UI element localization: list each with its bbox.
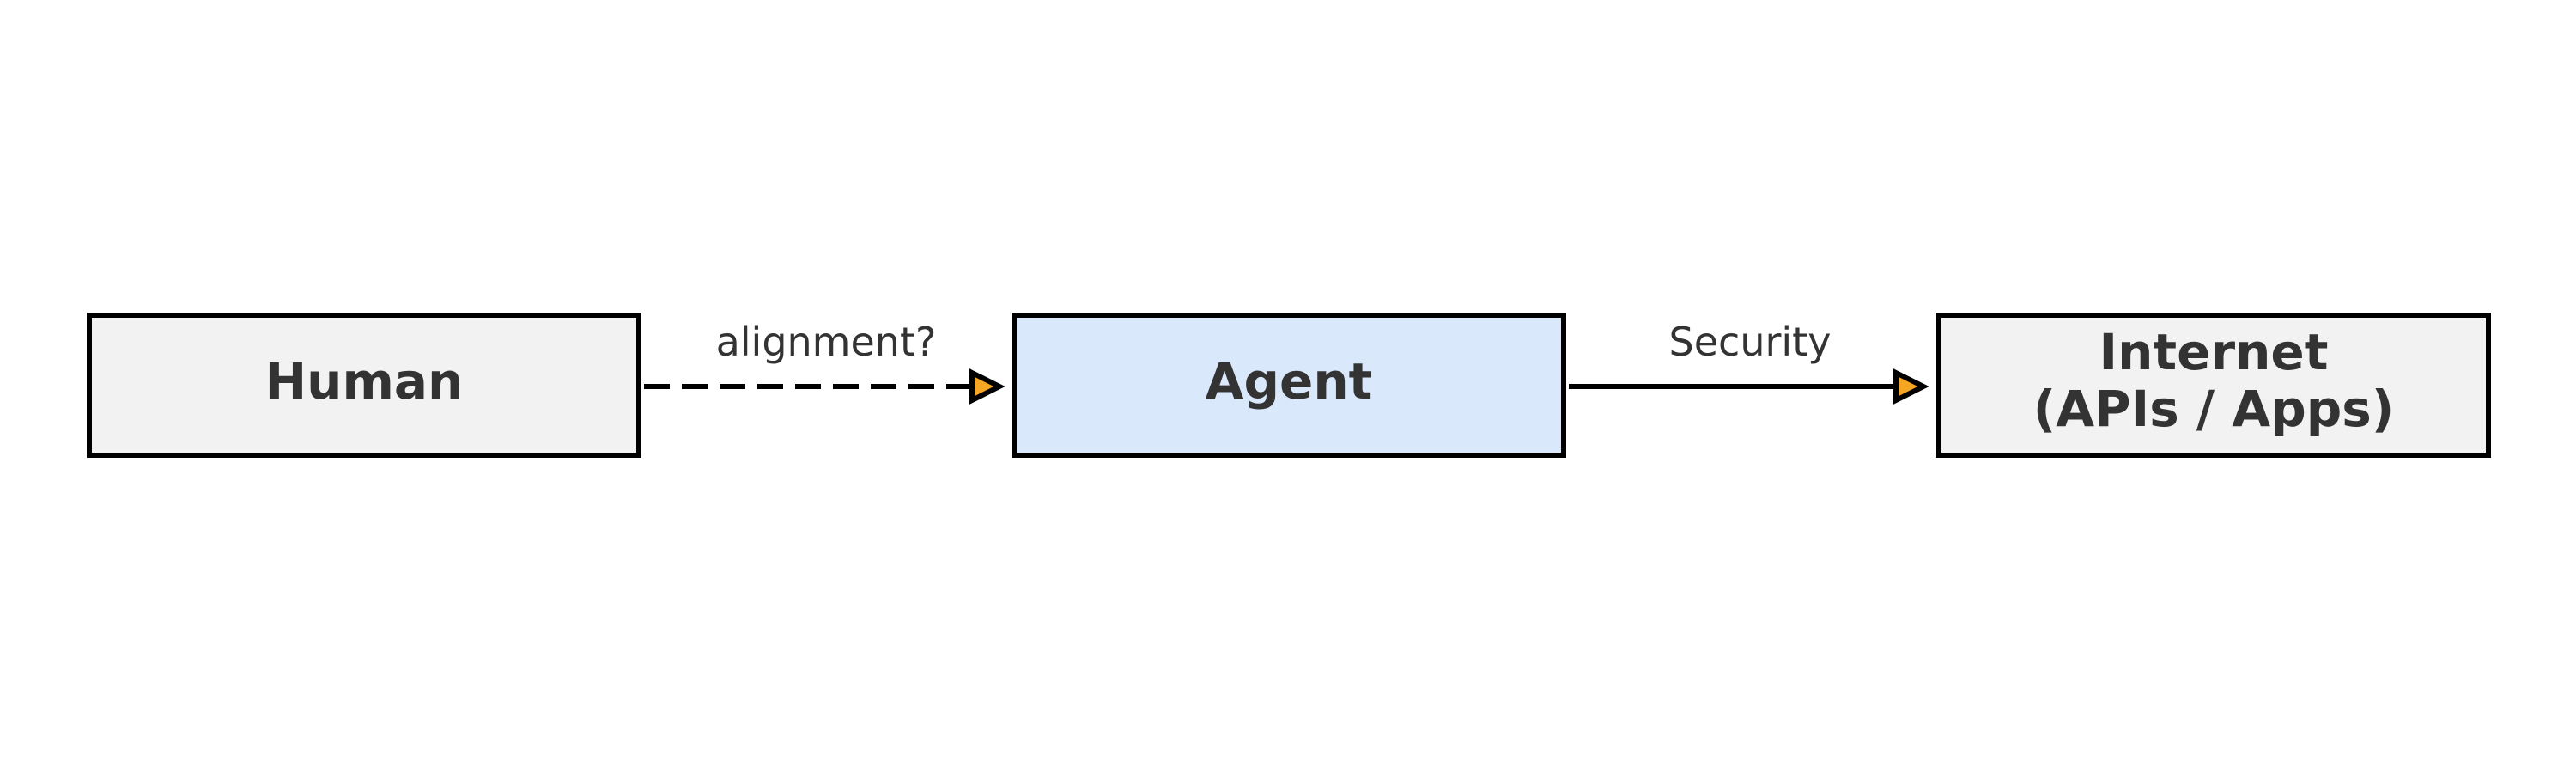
node-agent-label: Agent (1206, 352, 1373, 411)
edge-agent-internet: Security (1569, 319, 1929, 405)
node-agent-box (1012, 313, 1566, 458)
node-human: Human (87, 313, 641, 458)
edge-human-agent-arrow-icon (969, 368, 1005, 405)
node-internet: Internet (APIs / Apps) (1936, 313, 2491, 458)
edge-agent-internet-label: Security (1669, 319, 1832, 365)
edge-agent-internet-arrow-icon (1893, 368, 1929, 405)
node-human-box (87, 313, 641, 458)
node-human-label: Human (265, 352, 464, 411)
node-internet-label-line2: (APIs / Apps) (2033, 380, 2395, 438)
edge-human-agent-label: alignment? (716, 319, 937, 365)
node-internet-label-line1: Internet (2099, 323, 2329, 381)
edge-human-agent: alignment? (644, 319, 1005, 405)
node-agent: Agent (1012, 313, 1566, 458)
node-internet-box (1936, 313, 2491, 458)
